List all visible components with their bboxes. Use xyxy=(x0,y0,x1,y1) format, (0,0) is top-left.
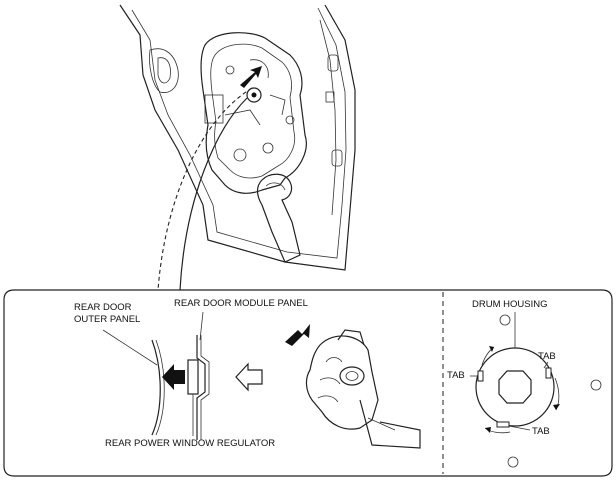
label-tab-bottom: TAB xyxy=(532,426,550,437)
label-rear-door-outer-panel-2: OUTER PANEL xyxy=(74,314,141,325)
push-direction-arrow xyxy=(162,364,185,390)
detail-box xyxy=(3,289,613,477)
regulator-block xyxy=(187,359,199,395)
outer-panel-shape xyxy=(151,339,161,436)
label-rear-door-module-panel: REAR DOOR MODULE PANEL xyxy=(174,298,308,309)
leader-dashed xyxy=(157,87,253,291)
drum-housing-diagram xyxy=(470,312,602,468)
door-illustration xyxy=(119,4,356,271)
outline-arrow xyxy=(235,362,263,392)
label-tab-left: TAB xyxy=(447,370,465,381)
hand-tool-illustration xyxy=(285,324,421,449)
leader-solid xyxy=(179,97,248,291)
label-tab-top-right: TAB xyxy=(538,351,556,362)
label-rear-door-outer-panel-1: REAR DOOR xyxy=(74,302,132,313)
module-panel-shape xyxy=(196,335,206,440)
label-rear-power-window-regulator: REAR POWER WINDOW REGULATOR xyxy=(105,438,276,449)
label-drum-housing: DRUM HOUSING xyxy=(472,299,548,310)
